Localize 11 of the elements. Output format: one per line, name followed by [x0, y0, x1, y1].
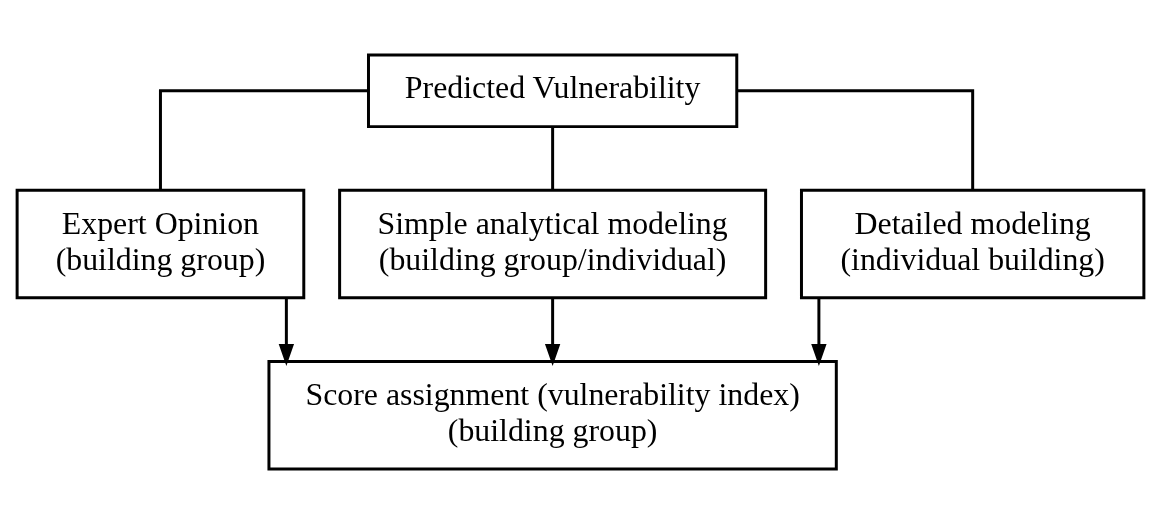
connector: [158, 88, 369, 190]
arrow: [278, 297, 295, 366]
node-box: Predicted Vulnerability: [367, 52, 739, 128]
arrow: [544, 297, 561, 366]
arrow: [811, 297, 827, 366]
node-box: Score assignment (vulnerability index) (building group): [267, 359, 838, 471]
connector: [736, 88, 975, 190]
connector: [551, 126, 555, 190]
node-box: Simple analytical modeling (building group/individual): [338, 188, 768, 299]
node-box: Detailed modeling (individual building): [799, 188, 1146, 299]
node-box: Expert Opinion (building group): [15, 188, 306, 299]
